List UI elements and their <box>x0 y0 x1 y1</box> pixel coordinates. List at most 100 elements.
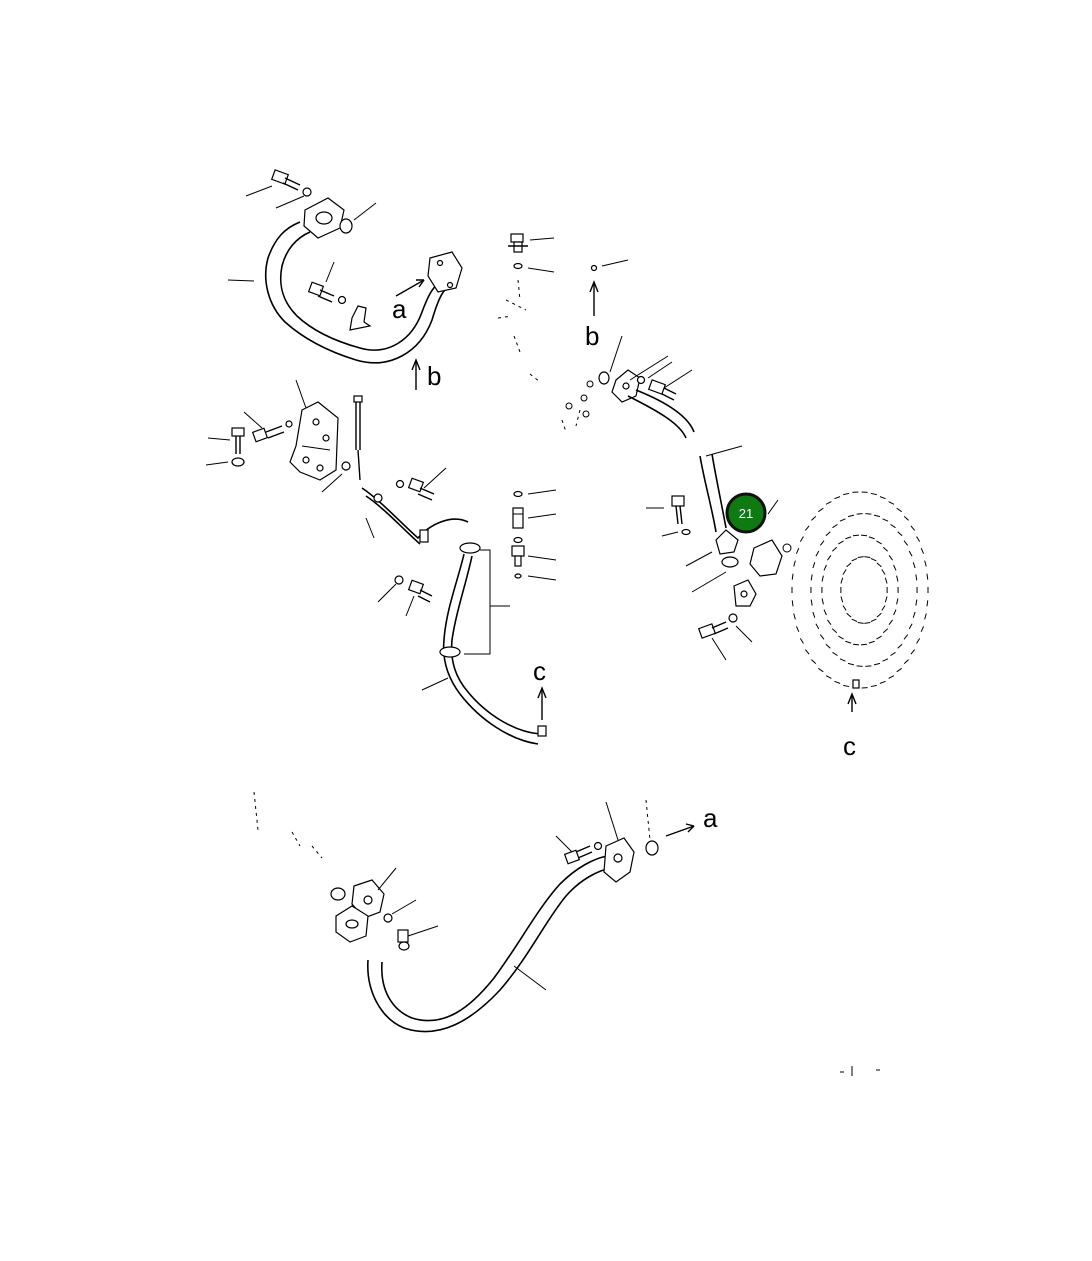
outline-dash <box>920 626 925 632</box>
washer-part <box>302 187 312 197</box>
outline-dash <box>924 613 927 620</box>
bolt-part <box>397 929 410 951</box>
outline-dash <box>815 550 820 557</box>
outline-dash <box>838 635 844 640</box>
outline-dash <box>795 548 800 554</box>
outline-dash <box>827 555 832 561</box>
outline-dash <box>912 562 916 569</box>
outline-dash <box>864 556 871 558</box>
ref-arrow-b-upper <box>411 358 421 390</box>
bolt-part <box>270 169 301 191</box>
outline-dash <box>882 518 889 522</box>
bolt-part <box>231 427 245 467</box>
outline-dash <box>799 536 804 542</box>
right-hose-assembly <box>598 335 695 439</box>
outline-dash <box>818 507 824 513</box>
outline-dash <box>815 623 820 630</box>
outline-dash <box>847 514 855 518</box>
clamp-part <box>733 579 757 607</box>
outline-dash <box>908 623 913 630</box>
right-clamp-assembly <box>646 445 792 661</box>
bolt-part <box>407 477 435 501</box>
outline-dash <box>873 514 881 518</box>
outline-dash <box>832 651 838 657</box>
outline-dash <box>842 569 847 575</box>
outline-dash <box>893 609 897 616</box>
outline-dash <box>916 536 921 542</box>
ref-marker-a-lower: a <box>703 803 718 833</box>
dashed-rotary-unit <box>791 491 929 689</box>
outline-dash <box>823 609 827 616</box>
fitting-part <box>508 233 528 253</box>
mounting-bracket-assembly <box>205 379 469 545</box>
outline-dash <box>864 622 871 624</box>
outline-dash <box>903 540 909 546</box>
outline-dash <box>870 492 877 496</box>
outline-dash <box>915 574 918 581</box>
bolt-part <box>647 379 677 401</box>
outline-dash <box>868 536 875 540</box>
bolt-part <box>251 420 293 443</box>
outline-dash <box>926 573 929 580</box>
outline-dash <box>812 611 816 618</box>
outline-dash <box>825 531 831 537</box>
outline-dash <box>804 649 810 655</box>
outline-dash <box>846 612 852 618</box>
outline-dash <box>846 562 852 568</box>
bolt-part <box>671 495 685 525</box>
callout-label: 21 <box>739 506 753 521</box>
outline-dash <box>915 599 918 606</box>
outline-dash <box>825 501 832 505</box>
lower-hose-assembly <box>253 791 695 1033</box>
outline-dash <box>860 534 868 537</box>
outline-dash <box>818 667 824 673</box>
outline-dash <box>881 569 886 575</box>
bolt-part <box>307 281 335 303</box>
mounting-holes <box>561 380 594 433</box>
callout-badge-21[interactable]: 21 <box>725 492 767 534</box>
outline-dash <box>834 680 841 684</box>
outline-dash <box>825 643 831 649</box>
outline-dash <box>888 555 893 561</box>
flange-part <box>749 539 783 577</box>
fitting-part <box>511 545 525 567</box>
outline-dash <box>845 640 852 644</box>
outline-dash <box>910 649 916 655</box>
o-ring-part <box>439 646 461 658</box>
outline-dash <box>838 540 844 545</box>
outline-dash <box>897 643 903 649</box>
outline-dash <box>896 598 899 605</box>
outline-dash <box>876 562 882 568</box>
ref-marker-a-upper: a <box>392 294 407 324</box>
outline-dash <box>799 638 804 644</box>
outline-dash <box>852 643 860 646</box>
outline-dash <box>870 618 877 623</box>
outline-dash <box>896 507 902 513</box>
ref-arrow-c-right <box>847 679 860 712</box>
outline-dash <box>819 540 825 546</box>
outline-dash <box>810 574 813 581</box>
outline-dash <box>821 575 824 582</box>
ref-marker-c-right: c <box>843 731 856 761</box>
outline-dash <box>857 622 864 624</box>
outline-dash <box>926 600 929 607</box>
outline-dash <box>851 557 858 562</box>
outline-dash <box>843 684 850 688</box>
page-mark <box>840 1066 880 1076</box>
outline-dash <box>811 659 817 665</box>
outline-dash <box>924 560 927 567</box>
center-fitting-stack <box>497 233 629 383</box>
outline-dash <box>857 556 864 558</box>
ref-marker-c-left: c <box>533 656 546 686</box>
outline-dash <box>819 634 825 640</box>
sensor-rod-part <box>341 395 363 481</box>
outline-dash <box>804 525 810 531</box>
outline-dash <box>823 564 827 571</box>
outline-dash <box>912 611 916 618</box>
outline-dash <box>870 684 877 688</box>
outline-dash <box>876 540 882 545</box>
o-ring-part <box>598 371 610 385</box>
outline-dash <box>882 546 889 552</box>
flange-part <box>335 905 369 943</box>
